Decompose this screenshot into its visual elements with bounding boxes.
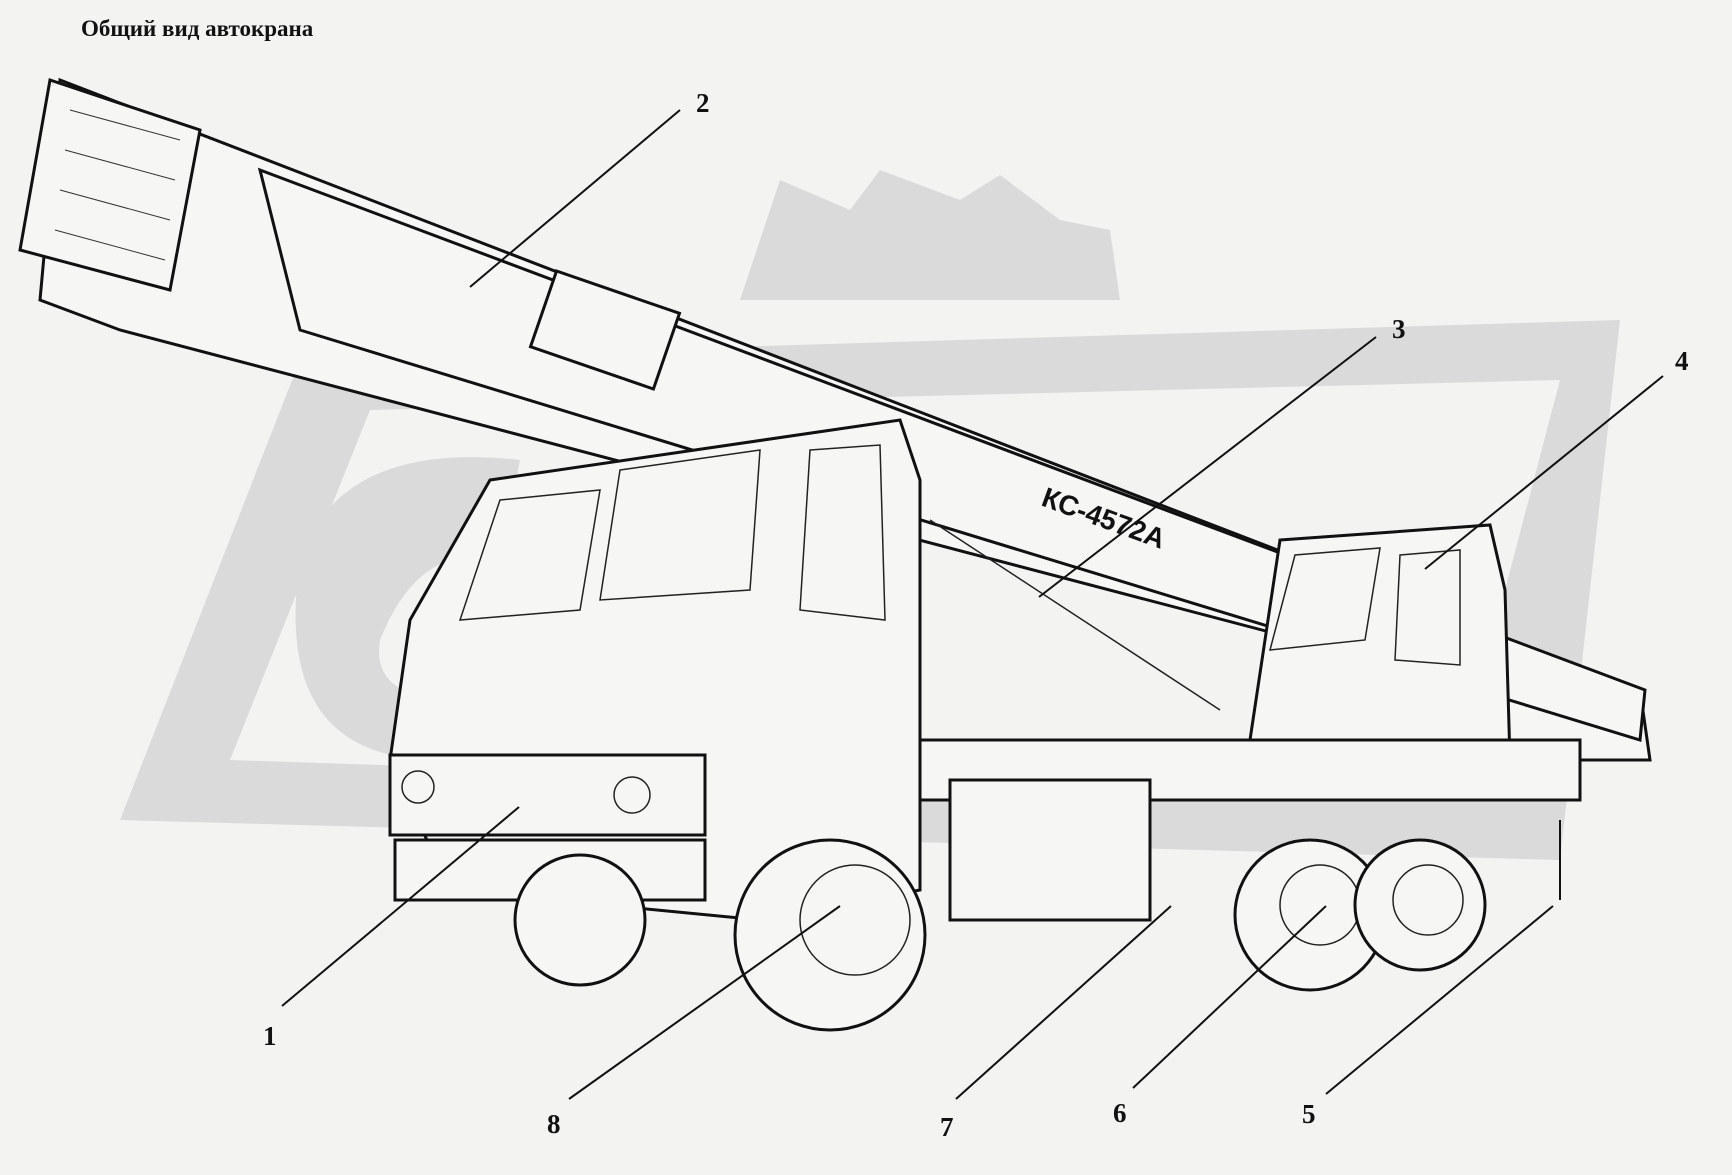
callout-8: 8 [547,1109,561,1139]
callout-3: 3 [1392,314,1406,344]
callout-7: 7 [940,1112,954,1142]
callout-leaders [281,109,1664,1100]
callout-4: 4 [1675,346,1689,376]
crane-operator-cab [1248,523,1512,767]
callout-2: 2 [696,88,710,118]
callout-6: 6 [1113,1098,1127,1128]
callout-5: 5 [1302,1099,1316,1129]
callout-1: 1 [263,1021,277,1051]
page-title: Общий вид автокрана [81,16,314,41]
wheels [513,838,1487,1032]
truck-cab [388,418,922,922]
truck-chassis [918,738,1582,922]
